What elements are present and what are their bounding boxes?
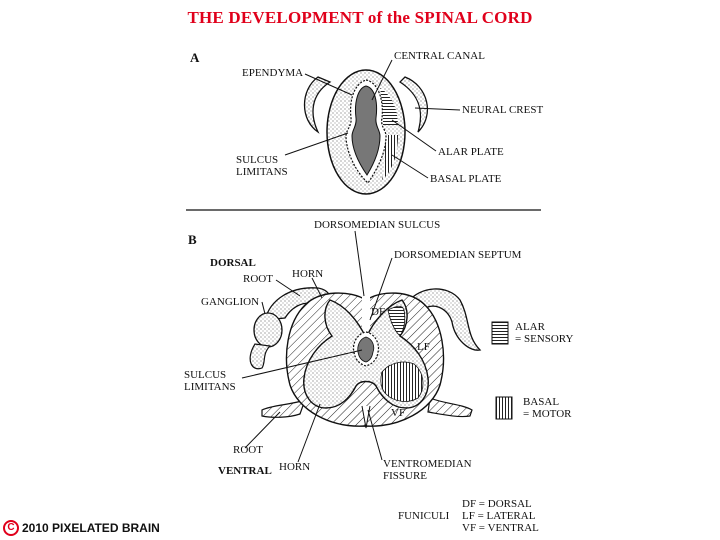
- label-ependyma: EPENDYMA: [242, 67, 304, 79]
- label-vf: VF: [391, 407, 406, 419]
- label-ventromedian-2: FISSURE: [383, 470, 428, 482]
- panel-b-leaders: [241, 230, 393, 463]
- panel-a-leaders: [284, 59, 461, 179]
- dorsomedian-septum-band: [362, 295, 370, 337]
- legend-basal-2: = MOTOR: [523, 408, 572, 420]
- legend-basal-swatch: [495, 396, 513, 420]
- label-horn-ventral: HORN: [279, 461, 311, 473]
- funiculi-heading: FUNICULI: [398, 510, 450, 522]
- page-title: THE DEVELOPMENT of the SPINAL CORD: [187, 8, 533, 27]
- label-dorsomedian-septum: DORSOMEDIAN SEPTUM: [394, 249, 522, 261]
- label-basal-plate: BASAL PLATE: [430, 173, 502, 185]
- label-sulcus-a-1: SULCUS: [236, 154, 279, 166]
- central-canal: [351, 85, 381, 176]
- panel-a-letter: A: [190, 50, 200, 65]
- label-sulcus-a-2: LIMITANS: [236, 166, 288, 178]
- copyright-footer: C 2010 PIXELATED BRAIN: [3, 520, 160, 536]
- ventral-root-right: [427, 397, 473, 418]
- label-sulcus-b-1: SULCUS: [184, 369, 227, 381]
- label-alar-plate: ALAR PLATE: [438, 146, 504, 158]
- alar-region-b: [387, 305, 406, 337]
- panel-a-figure: [304, 69, 428, 195]
- legend-alar-2: = SENSORY: [515, 333, 574, 345]
- dorsal-root-right: [407, 288, 482, 351]
- funiculi-lf: LF = LATERAL: [462, 510, 536, 522]
- label-ventromedian-1: VENTROMEDIAN: [383, 458, 472, 470]
- funiculi-vf: VF = VENTRAL: [462, 522, 539, 534]
- copyright-icon: C: [3, 520, 19, 536]
- funiculi-df: DF = DORSAL: [462, 498, 532, 510]
- panel-b-figure: [249, 287, 482, 429]
- label-df: DF: [371, 306, 386, 318]
- label-ventral: VENTRAL: [218, 465, 272, 477]
- legend-alar-1: ALAR: [515, 321, 545, 333]
- central-canal-b-inner: [357, 336, 375, 363]
- ganglion: [253, 312, 283, 348]
- panel-b-letter: B: [188, 232, 197, 247]
- label-neural-crest: NEURAL CREST: [462, 104, 544, 116]
- legend-basal-1: BASAL: [523, 396, 560, 408]
- legend-alar-swatch: [491, 321, 509, 345]
- label-dorsal: DORSAL: [210, 257, 256, 269]
- label-root-dorsal: ROOT: [243, 273, 273, 285]
- label-central-canal: CENTRAL CANAL: [394, 50, 485, 62]
- label-sulcus-b-2: LIMITANS: [184, 381, 236, 393]
- label-ganglion: GANGLION: [201, 296, 260, 308]
- ventral-root-left: [261, 399, 306, 418]
- label-root-ventral: ROOT: [233, 444, 263, 456]
- basal-plate-region: [382, 135, 398, 180]
- neural-crest-right: [398, 76, 428, 133]
- label-horn-dorsal: HORN: [292, 268, 324, 280]
- basal-region-b: [380, 361, 424, 402]
- label-lf: LF: [417, 341, 430, 353]
- copyright-text: 2010 PIXELATED BRAIN: [22, 521, 160, 535]
- neural-crest-left: [304, 76, 332, 134]
- ganglion-root: [249, 343, 272, 370]
- label-dorsomedian-sulcus: DORSOMEDIAN SULCUS: [314, 219, 441, 231]
- alar-plate-region: [380, 88, 398, 125]
